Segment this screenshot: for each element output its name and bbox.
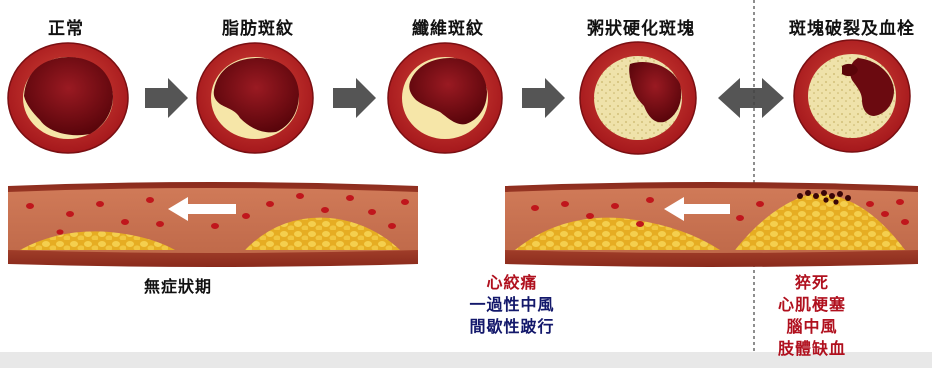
cross-section-atheroma [580, 42, 696, 154]
progression-arrow [333, 78, 376, 118]
outcome-mi: 心肌梗塞 [778, 294, 846, 316]
outcome-tia: 一過性中風 [469, 294, 554, 316]
outcomes-stable: 心絞痛 一過性中風 間歇性跛行 [469, 272, 554, 338]
progression-arrow [522, 78, 565, 118]
outcome-sudden-death: 猝死 [778, 272, 846, 294]
outcome-angina: 心絞痛 [469, 272, 554, 294]
stage-label-fatty-streak: 脂肪斑紋 [222, 14, 294, 39]
outcomes-acute: 猝死 心肌梗塞 腦中風 肢體缺血 [778, 272, 846, 360]
outcome-stroke: 腦中風 [778, 316, 846, 338]
cross-section-normal [8, 43, 128, 153]
outcome-asymptomatic: 無症狀期 [144, 276, 212, 298]
bidirectional-arrow [718, 78, 784, 118]
artery-longitudinal-left [8, 182, 418, 267]
cross-section-rupture-thrombus [794, 40, 910, 152]
stage-label-fibrous-plaque: 纖維斑紋 [412, 14, 484, 39]
outcome-claudication: 間歇性跛行 [469, 316, 554, 338]
progression-arrow [145, 78, 188, 118]
artery-longitudinal-right [505, 182, 918, 267]
cross-section-fibrous-plaque [388, 43, 502, 153]
stage-label-rupture-thrombus: 斑塊破裂及血栓 [789, 14, 915, 39]
stage-label-atheroma: 粥狀硬化斑塊 [587, 14, 695, 39]
outcome-limb-ischemia: 肢體缺血 [778, 338, 846, 360]
cross-section-fatty-streak [197, 43, 313, 153]
stage-label-normal: 正常 [48, 14, 84, 39]
